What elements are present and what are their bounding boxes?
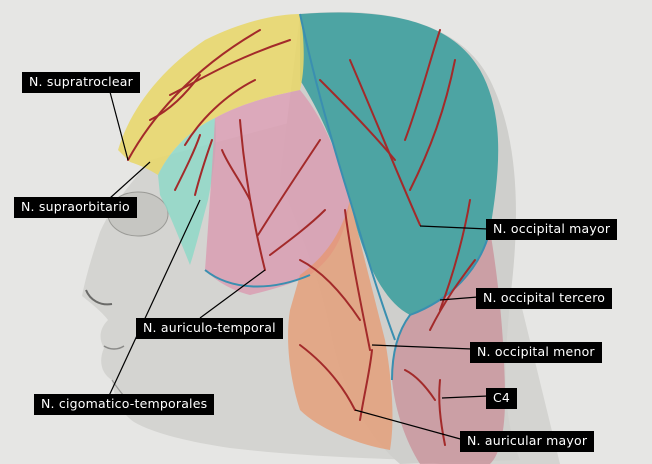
label-cigomatico-temporales: N. cigomatico-temporales bbox=[34, 394, 214, 415]
label-occipital-menor: N. occipital menor bbox=[470, 342, 602, 363]
label-auriculo-temporal: N. auriculo-temporal bbox=[136, 318, 283, 339]
label-auricular-mayor: N. auricular mayor bbox=[460, 431, 594, 452]
label-occipital-tercero: N. occipital tercero bbox=[476, 288, 612, 309]
label-supratroclear: N. supratroclear bbox=[22, 72, 140, 93]
label-occipital-mayor: N. occipital mayor bbox=[486, 219, 617, 240]
label-supraorbitario: N. supraorbitario bbox=[14, 197, 137, 218]
label-c4: C4 bbox=[486, 388, 517, 409]
